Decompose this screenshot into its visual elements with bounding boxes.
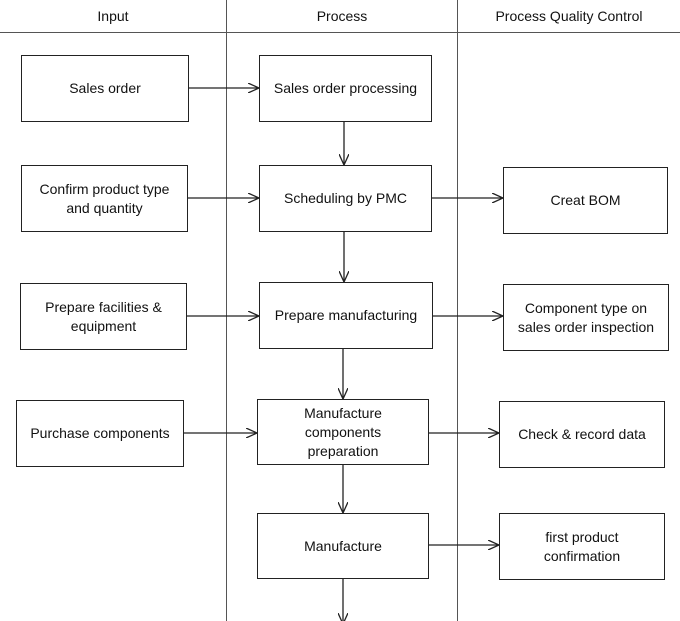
check-record-box: Check & record data [499,401,665,468]
confirm-product-box: Confirm product type and quantity [21,165,188,232]
sales-order-box: Sales order [21,55,189,122]
purchase-components-box: Purchase components [16,400,184,467]
lane-header-quality: Process Quality Control [495,8,643,24]
component-inspection-box: Component type on sales order inspection [503,284,669,351]
scheduling-box: Scheduling by PMC [259,165,432,232]
prepare-manufacturing-box: Prepare manufacturing [259,282,433,349]
first-product-box: first product confirmation [499,513,665,580]
manufacture-box: Manufacture [257,513,429,579]
lane-header-input: Input [97,8,129,24]
creat-bom-box: Creat BOM [503,167,668,234]
manufacture-prep-box: Manufacture components preparation [257,399,429,465]
prepare-facilities-box: Prepare facilities & equipment [20,283,187,350]
lane-header-process: Process [316,8,368,24]
sales-order-processing-box: Sales order processing [259,55,432,122]
